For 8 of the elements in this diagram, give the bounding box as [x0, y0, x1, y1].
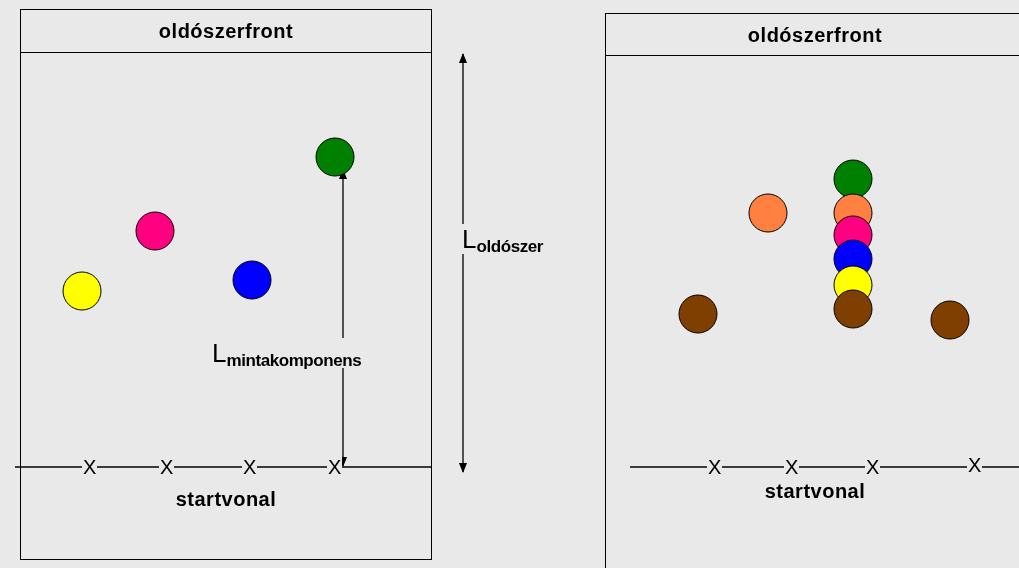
- chromatography-plate: [605, 13, 1019, 568]
- length-label: L$_{oldószer}$: [462, 224, 543, 254]
- plate-heading: oldószerfront: [606, 14, 1019, 56]
- length-label: L$_{mintakomponens}$: [212, 338, 362, 368]
- chromatography-plate: [20, 9, 432, 560]
- start-line-label: startvonal: [763, 479, 867, 504]
- plate-heading: oldószerfront: [21, 10, 431, 53]
- start-line-label: startvonal: [174, 487, 278, 512]
